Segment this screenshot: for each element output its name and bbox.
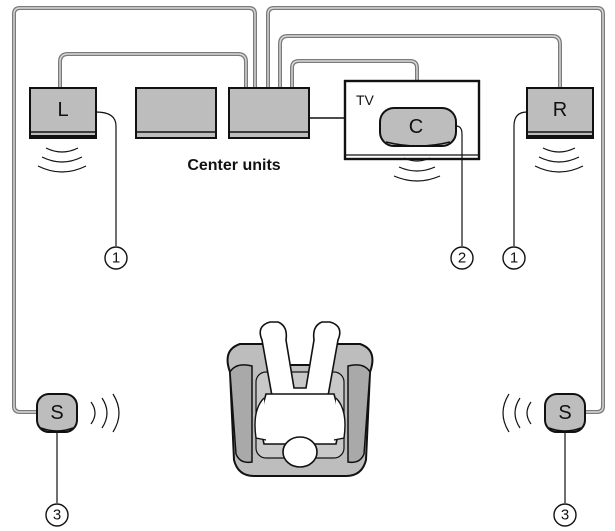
speaker-label-front-left: L [57, 99, 68, 121]
tv-label: TV [356, 92, 375, 108]
cable-surround-right-inner [267, 7, 604, 413]
sound-waves-front-right [534, 147, 584, 173]
sound-waves-surround-right [502, 393, 532, 433]
speaker-label-surround-right: S [558, 402, 571, 424]
sound-waves-center [393, 157, 441, 182]
speaker-front-left: L [29, 87, 97, 139]
listener-armchair [226, 321, 374, 477]
callout-front-right: 1 [502, 246, 526, 270]
listener-legs [259, 321, 341, 397]
center-unit-2 [228, 87, 310, 139]
callout-text-center: 2 [458, 250, 466, 267]
leader-lines [56, 111, 566, 503]
sound-waves-front-left [37, 147, 87, 173]
callout-front-left: 1 [104, 246, 128, 270]
sound-waves-surround-left [90, 393, 120, 433]
cable-surround-left-inner [13, 7, 256, 413]
callout-text-surround-right: 3 [561, 507, 569, 524]
speaker-label-center: C [409, 116, 423, 138]
callout-text-front-right: 1 [510, 250, 518, 267]
callout-surround-left: 3 [45, 503, 69, 527]
speaker-surround-right: S [544, 393, 586, 433]
cable-front-left-inner [59, 53, 247, 90]
cables [12, 6, 605, 414]
listener-head [282, 436, 318, 468]
cable-front-right-inner [279, 35, 561, 90]
callout-center: 2 [450, 246, 474, 270]
callout-text-surround-left: 3 [53, 507, 61, 524]
speaker-center: C [379, 107, 457, 147]
callout-surround-right: 3 [553, 503, 577, 527]
speaker-label-surround-left: S [50, 402, 63, 424]
center-units-label: Center units [187, 157, 280, 174]
speaker-surround-left: S [36, 393, 78, 433]
center-unit-1 [135, 87, 217, 139]
cable-surround-left [12, 6, 257, 414]
speaker-front-right: R [526, 87, 594, 139]
callout-text-front-left: 1 [112, 250, 120, 267]
speaker-label-front-right: R [553, 99, 567, 121]
cable-front-left [58, 52, 248, 90]
cable-center-inner [291, 60, 418, 112]
